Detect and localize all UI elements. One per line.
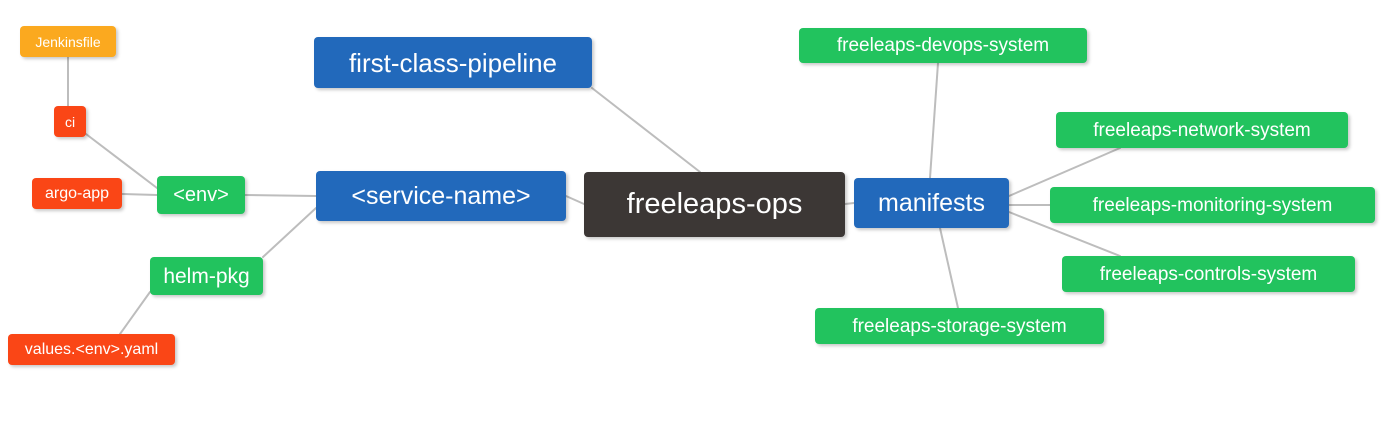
node-label-storage-system: freeleaps-storage-system (852, 315, 1067, 337)
node-ci[interactable]: ci (54, 106, 86, 137)
node-controls-system[interactable]: freeleaps-controls-system (1062, 256, 1355, 292)
node-label-monitoring-system: freeleaps-monitoring-system (1092, 194, 1333, 216)
edge-root-to-manifests (844, 202, 855, 205)
node-label-root: freeleaps-ops (626, 188, 803, 220)
node-manifests[interactable]: manifests (854, 178, 1009, 228)
node-values-yaml[interactable]: values.<env>.yaml (8, 334, 175, 365)
edge-manifests-to-devops-system (929, 62, 939, 179)
node-argo-app[interactable]: argo-app (32, 178, 122, 209)
node-label-devops-system: freeleaps-devops-system (836, 35, 1050, 56)
node-label-helm-pkg: helm-pkg (163, 264, 250, 288)
node-service-name[interactable]: <service-name> (316, 171, 566, 221)
edge-root-to-first-class-pipeline (591, 87, 701, 173)
node-label-controls-system: freeleaps-controls-system (1099, 263, 1318, 285)
node-label-env: <env> (173, 184, 229, 206)
edge-service-name-to-helm-pkg (262, 207, 317, 258)
node-label-network-system: freeleaps-network-system (1093, 119, 1311, 141)
edge-env-to-argo-app (121, 193, 158, 196)
node-monitoring-system[interactable]: freeleaps-monitoring-system (1050, 187, 1375, 223)
node-label-jenkinsfile: Jenkinsfile (35, 33, 101, 50)
edge-service-name-to-env (244, 194, 317, 197)
edge-root-to-service-name (565, 195, 585, 205)
node-label-first-class-pipeline: first-class-pipeline (348, 47, 558, 78)
node-storage-system[interactable]: freeleaps-storage-system (815, 308, 1104, 344)
edge-manifests-to-storage-system (939, 227, 959, 309)
node-label-argo-app: argo-app (44, 184, 110, 202)
node-env[interactable]: <env> (157, 176, 245, 214)
node-root[interactable]: freeleaps-ops (584, 172, 845, 237)
node-jenkinsfile[interactable]: Jenkinsfile (20, 26, 116, 57)
node-network-system[interactable]: freeleaps-network-system (1056, 112, 1348, 148)
node-label-ci: ci (64, 113, 76, 130)
edge-helm-pkg-to-values-yaml (119, 291, 151, 335)
node-label-manifests: manifests (878, 188, 985, 217)
node-label-service-name: <service-name> (351, 181, 531, 210)
node-first-class-pipeline[interactable]: first-class-pipeline (314, 37, 592, 88)
node-label-values-yaml: values.<env>.yaml (24, 340, 159, 358)
node-devops-system[interactable]: freeleaps-devops-system (799, 28, 1087, 63)
node-helm-pkg[interactable]: helm-pkg (150, 257, 263, 295)
